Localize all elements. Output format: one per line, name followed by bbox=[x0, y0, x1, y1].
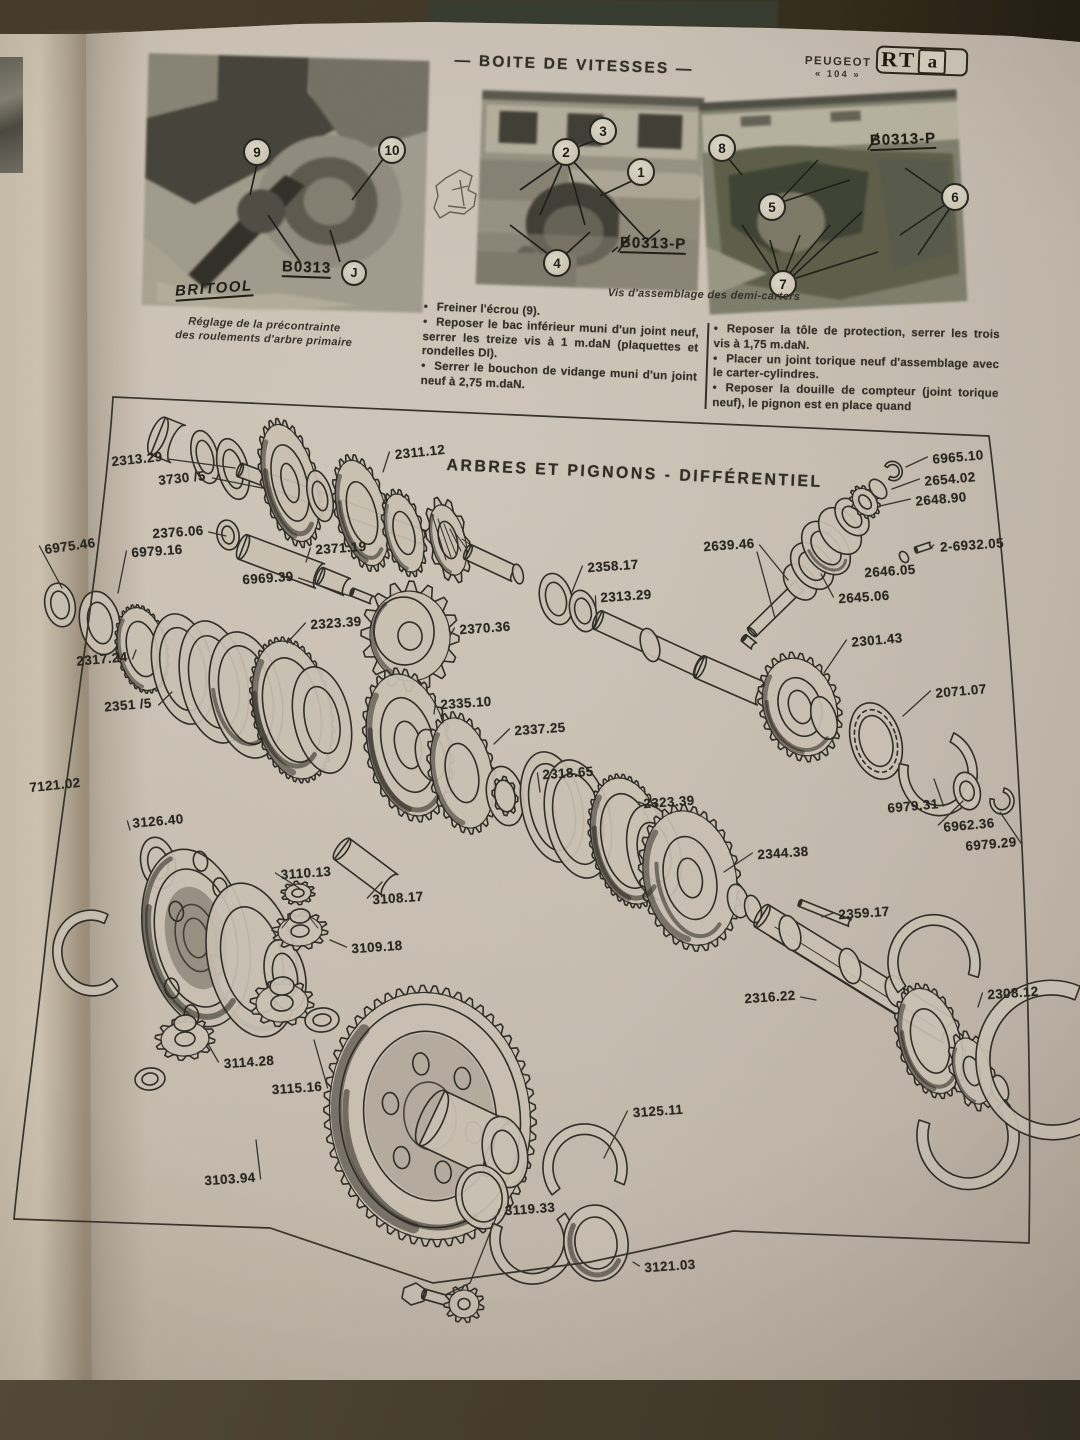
part-number-label: 7121.02 bbox=[28, 774, 82, 796]
part-number-label: 3115.16 bbox=[271, 1078, 323, 1098]
part-number-label: 3108.17 bbox=[371, 888, 425, 908]
part-number-label: 3114.28 bbox=[223, 1052, 275, 1072]
part-number-label: 2313.29 bbox=[599, 586, 653, 606]
part-number-label: 3121.03 bbox=[643, 1256, 697, 1276]
part-number-label: 2308.12 bbox=[986, 983, 1040, 1003]
part-number-label: 3125.11 bbox=[632, 1101, 684, 1121]
part-number-label: 2313.29 bbox=[110, 448, 164, 470]
part-number-label: 3126.40 bbox=[131, 811, 185, 831]
part-number-label: 2317.24 bbox=[75, 649, 129, 669]
part-number-label: 2316.22 bbox=[743, 987, 797, 1007]
part-number-label: 2311.12 bbox=[394, 441, 446, 463]
part-number-label: 6979.31 bbox=[886, 796, 940, 816]
part-number-label: 2-6932.05 bbox=[939, 535, 1005, 555]
part-number-label: 3109.18 bbox=[350, 937, 404, 957]
part-number-label: 2645.06 bbox=[837, 587, 891, 607]
part-number-label: 2648.90 bbox=[914, 489, 968, 509]
part-number-label: 2358.17 bbox=[586, 556, 640, 576]
part-number-label: 3103.94 bbox=[203, 1169, 257, 1189]
part-number-label: 2071.07 bbox=[934, 681, 988, 701]
part-number-label: 2371.19 bbox=[314, 538, 368, 558]
part-number-label: 2337.25 bbox=[513, 719, 567, 739]
part-number-label: 2301.43 bbox=[850, 630, 904, 650]
part-number-label: 6979.29 bbox=[964, 834, 1018, 854]
part-number-label: 2654.02 bbox=[923, 469, 977, 489]
part-number-label: 6962.36 bbox=[942, 815, 996, 835]
part-number-label: 3110.13 bbox=[280, 863, 332, 883]
part-number-label: 2646.05 bbox=[863, 561, 917, 581]
part-number-label: 2359.17 bbox=[837, 903, 891, 923]
part-number-label: 2344.38 bbox=[756, 843, 810, 863]
part-number-label: 6969.39 bbox=[241, 568, 295, 588]
part-number-label: 3730 /5 bbox=[157, 468, 207, 488]
part-number-label: 6979.16 bbox=[130, 541, 184, 561]
part-number-label: 2323.39 bbox=[642, 792, 696, 812]
part-number-label: 2351 /5 bbox=[103, 695, 153, 715]
part-number-label: 6965.10 bbox=[931, 447, 985, 467]
part-number-label: 3119.33 bbox=[504, 1199, 556, 1219]
part-number-label: 2370.36 bbox=[458, 618, 512, 638]
part-number-label: 2376.06 bbox=[151, 522, 205, 542]
part-number-label: 6975.46 bbox=[43, 535, 97, 557]
part-number-label: 2323.39 bbox=[309, 613, 363, 633]
part-number-label: 2639.46 bbox=[702, 535, 756, 555]
part-number-label: 2335.10 bbox=[439, 693, 493, 713]
part-number-label: 2318.65 bbox=[541, 763, 595, 783]
